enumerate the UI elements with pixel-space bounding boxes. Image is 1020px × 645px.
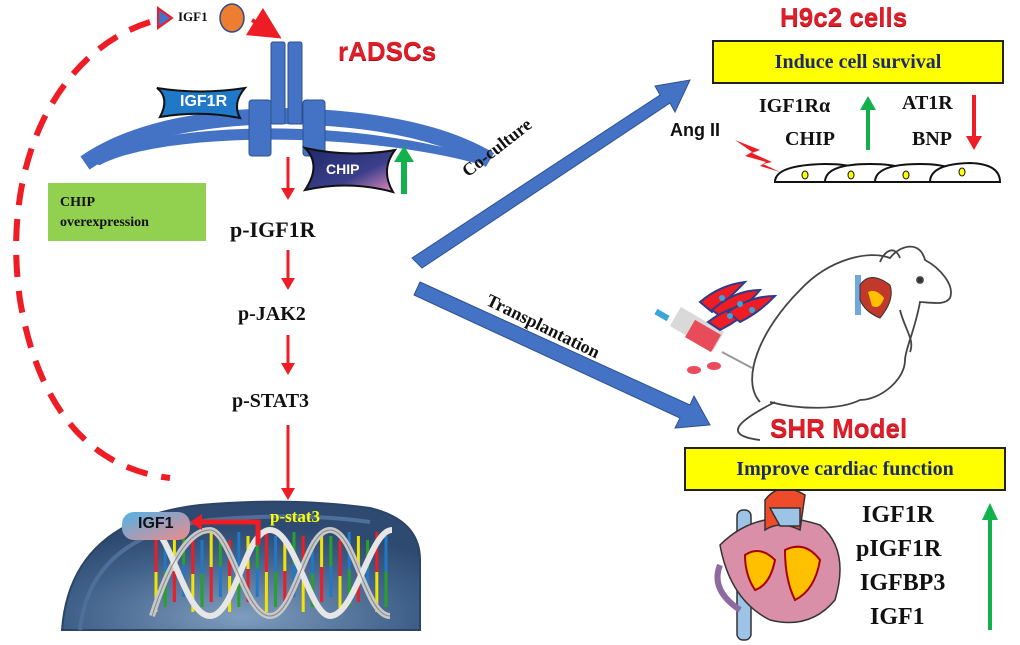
pathway-step-p-stat3: p-STAT3 xyxy=(232,390,310,412)
chip-protein-shape xyxy=(301,146,398,194)
transplantation-arrow xyxy=(413,281,711,429)
chip-label: CHIP xyxy=(326,161,360,177)
receptor-label: IGF1R xyxy=(180,93,228,110)
h9c2-title: H9c2 cells xyxy=(780,2,908,32)
feedback-dashed-arrow xyxy=(13,19,171,481)
rat-illustration xyxy=(737,245,952,441)
dna-helix xyxy=(149,526,393,620)
transcription-arrow xyxy=(200,519,261,545)
shr-up-item-2: pIGF1R xyxy=(856,536,942,562)
receptor-chain-right xyxy=(287,41,303,125)
ligand-label: IGF1 xyxy=(178,9,208,24)
nucleus-gene-label: IGF1 xyxy=(138,515,174,532)
h9c2-outcome-box: Induce cell survival xyxy=(712,40,1004,84)
cell-membrane xyxy=(85,128,490,165)
syringe-icon xyxy=(654,306,753,374)
h9c2-up-item-1: IGF1Rα xyxy=(759,95,831,117)
overexpression-line-2: overexpression xyxy=(60,215,149,230)
shr-up-item-1: IGF1R xyxy=(862,502,934,528)
h9c2-up-item-2: CHIP xyxy=(785,128,835,150)
pathway-step-p-igf1r: p-IGF1R xyxy=(230,217,316,242)
ang-ii-label: Ang II xyxy=(670,120,720,140)
rat-heart-icon xyxy=(855,275,892,319)
big-heart-icon xyxy=(714,487,841,641)
ang-ii-lightning-icon xyxy=(735,140,780,172)
stem-cell-cluster-icon xyxy=(698,280,778,332)
h9c2-cell-row xyxy=(773,161,1002,183)
shr-up-item-3: IGFBP3 xyxy=(860,570,946,596)
shr-outcome-text: Improve cardiac function xyxy=(736,457,954,480)
igf1-gene-pill xyxy=(122,512,190,540)
shr-title: SHR Model xyxy=(770,413,908,443)
receptor-chain-left xyxy=(270,41,286,125)
shr-up-item-4: IGF1 xyxy=(870,604,925,630)
ligand-binding-arrow xyxy=(245,7,282,39)
cell-title: rADSCs xyxy=(338,36,437,66)
chip-overexpression-box: CHIP overexpression xyxy=(48,183,206,241)
shr-outcome-box: Improve cardiac function xyxy=(684,447,1006,491)
ligand-triangle-icon xyxy=(157,6,174,30)
receptor-tm-left xyxy=(248,99,272,157)
h9c2-down-item-2: BNP xyxy=(912,128,952,150)
h9c2-down-item-1: AT1R xyxy=(902,92,953,114)
pathway-step-p-jak2: p-JAK2 xyxy=(238,303,306,325)
nucleus-tf-label: p-stat3 xyxy=(270,507,321,526)
h9c2-outcome-text: Induce cell survival xyxy=(774,50,942,73)
igf1r-protein-shape xyxy=(156,86,248,120)
overexpression-line-1: CHIP xyxy=(60,195,95,210)
co-culture-arrow xyxy=(411,79,691,269)
ligand-oval-icon xyxy=(219,3,245,33)
